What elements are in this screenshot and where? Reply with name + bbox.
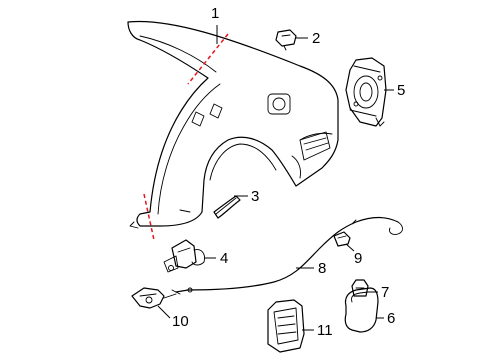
release-cable-part: [171, 216, 403, 295]
grommet-part: [333, 231, 351, 247]
wheel-liner-part: [213, 195, 241, 219]
fuel-door-part: [344, 287, 379, 333]
leader-line-10: [157, 305, 171, 319]
fuel-filler-housing-part: [345, 57, 387, 127]
callout-2: 2: [312, 30, 320, 47]
callout-10: 10: [172, 313, 189, 330]
callout-8: 8: [318, 260, 326, 277]
cut-line-upper: [187, 33, 229, 85]
callout-5: 5: [397, 82, 405, 99]
cut-line-lower: [143, 193, 155, 241]
callout-11: 11: [317, 322, 333, 339]
callout-4: 4: [220, 250, 228, 267]
quarter-panel: [127, 20, 339, 229]
callout-9: 9: [354, 250, 362, 267]
callout-3: 3: [251, 188, 259, 205]
callout-6: 6: [387, 310, 395, 327]
bumper-part: [351, 279, 369, 297]
door-housing-part: [267, 299, 305, 353]
lock-actuator-part: [131, 287, 177, 309]
callout-1: 1: [211, 5, 219, 22]
fuel-door-hinge-part: [163, 239, 205, 273]
callout-7: 7: [381, 284, 389, 301]
leader-line-9: [345, 243, 355, 252]
clip-part: [275, 29, 297, 51]
